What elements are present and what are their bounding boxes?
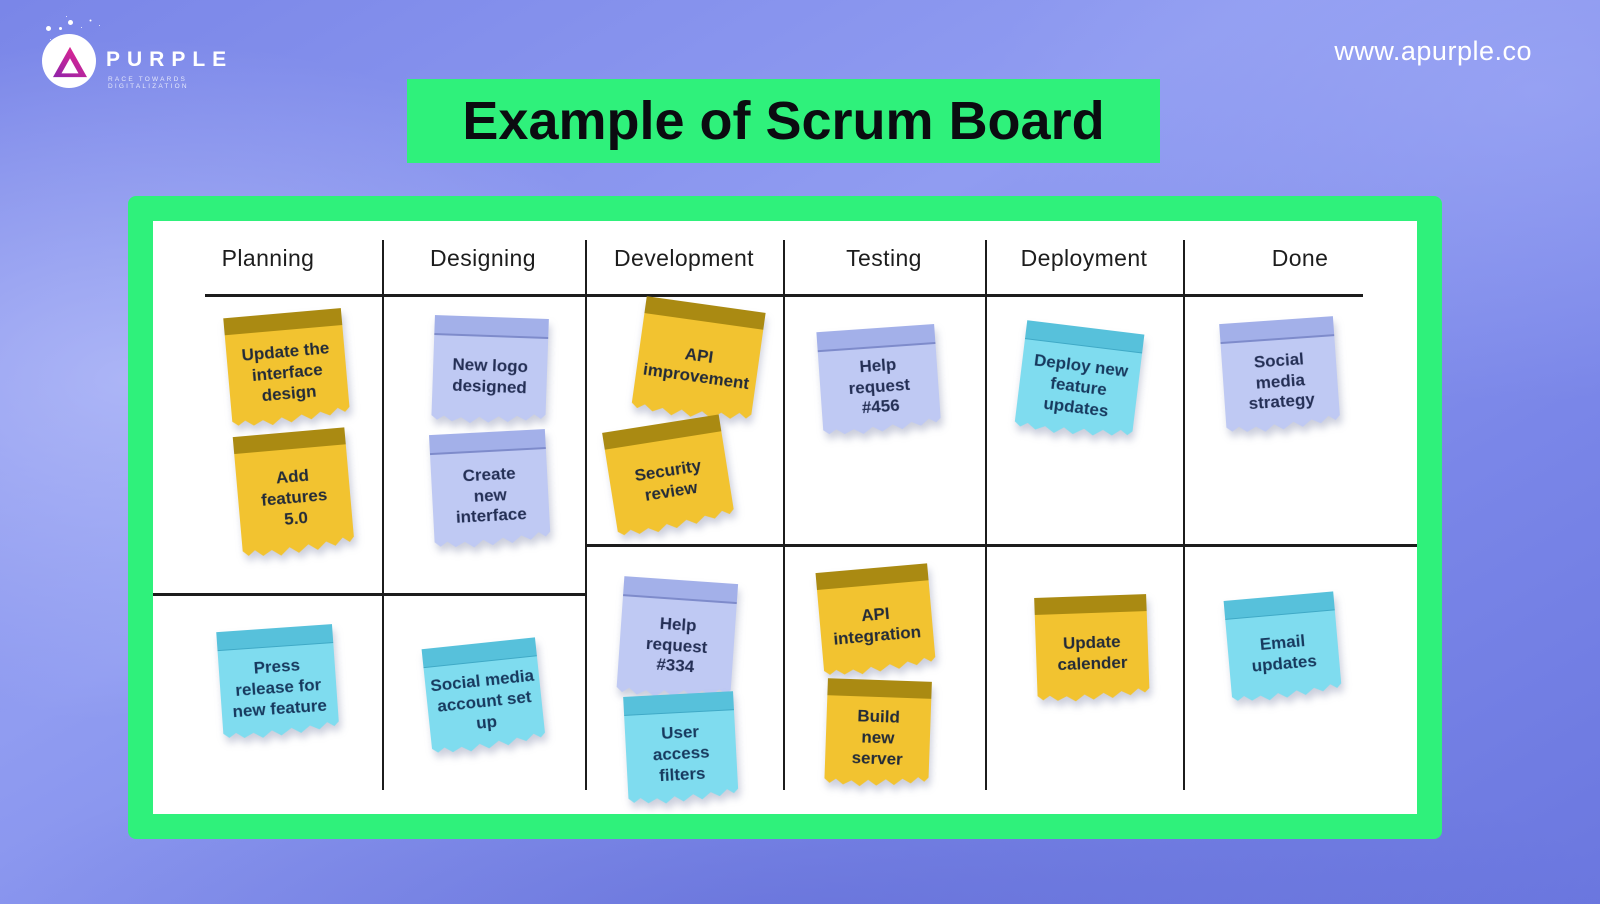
column-divider-3 [783,240,785,790]
triangle-a-icon [53,46,87,78]
column-header-testing: Testing [846,245,922,271]
column-header-done: Done [1271,245,1329,271]
note-social-media-account-set-up: Social media account set up [422,637,547,758]
logo-wordmark: PURPLE [106,48,234,71]
note-new-logo-designed: New logo designed [431,315,549,429]
column-header-planning: Planning [221,245,315,271]
column-header-development: Development [614,245,754,271]
note-update-calender: Update calender [1034,594,1150,706]
note-help-request-456: Help request #456 [816,324,941,440]
note-user-access-filters: User access filters [623,691,739,809]
brand-logo: PURPLE RACE TOWARDS DIGITALIZATION [40,26,260,90]
note-build-new-server: Build new server [824,678,932,792]
note-add-features-5-0: Add features 5.0 [233,427,356,562]
note-help-request-334: Help request #334 [616,576,738,706]
note-api-integration: API integration [816,563,937,680]
note-api-improvement: API improvement [630,296,765,430]
column-divider-2 [585,240,587,790]
note-email-updates: Email updates [1224,591,1343,706]
column-divider-5 [1183,240,1185,790]
website-url[interactable]: www.apurple.co [1334,36,1532,66]
column-divider-4 [985,240,987,790]
note-press-release-for-new-feature: Press release for new feature [216,624,340,744]
logo-sparkle-dots [46,26,51,31]
scrum-board: Planning Designing Development Testing D… [153,221,1417,814]
row-divider-right [585,544,1417,547]
note-security-review: Security review [602,414,736,541]
note-create-new-interface: Create new interface [429,429,551,553]
title-banner: Example of Scrum Board [407,79,1160,163]
logo-tagline: RACE TOWARDS DIGITALIZATION [108,76,189,90]
column-header-designing: Designing [430,245,536,271]
note-deploy-new-feature-updates: Deploy new feature updates [1014,320,1145,446]
page-title: Example of Scrum Board [462,91,1105,151]
logo-circle [42,34,96,88]
note-social-media-strategy: Social media strategy [1219,316,1341,438]
note-update-the-interface-design: Update the interface design [223,308,350,432]
scrum-board-frame: Planning Designing Development Testing D… [128,196,1442,839]
column-header-deployment: Deployment [1020,245,1148,271]
column-divider-1 [382,240,384,790]
row-divider-left [153,593,585,596]
